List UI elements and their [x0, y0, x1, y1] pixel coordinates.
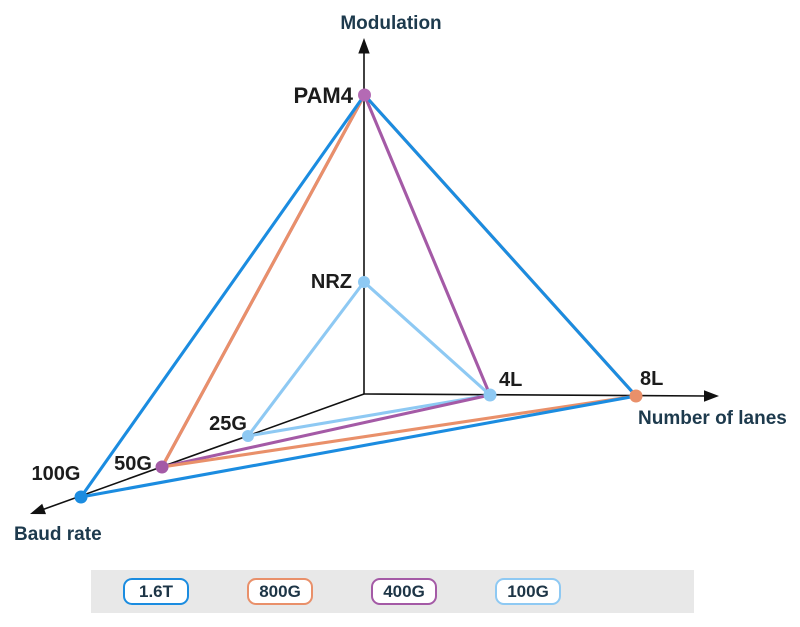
tick-label-8l: 8L [640, 368, 663, 390]
baud-axis-arrow-icon [30, 503, 46, 515]
legend-item-800g[interactable]: 800G [247, 578, 313, 605]
legend-item-label: 1.6T [138, 581, 174, 601]
legend-item-1-6t[interactable]: 1.6T [123, 578, 189, 605]
lanes-axis-arrow-icon [704, 390, 719, 402]
baud-axis: Baud rate [14, 393, 365, 545]
lanes-axis: Number of lanes [363, 390, 787, 429]
modulation-axis: Modulation [340, 13, 442, 394]
triangle-100g [246, 280, 492, 438]
modulation-axis-label: Modulation [340, 13, 441, 34]
modulation-axis-arrow-icon [358, 38, 370, 54]
legend-item-label: 800G [259, 581, 301, 601]
legend-item-label: 400G [383, 581, 425, 601]
legend-item-400g[interactable]: 400G [371, 578, 437, 605]
tick-label-50g: 50G [114, 453, 152, 475]
point-25g-dot [242, 430, 254, 442]
point-100g-dot [74, 490, 88, 504]
point-pam4-dot [358, 88, 371, 102]
legend-bar: 1.6T 800G 400G 100G [91, 570, 694, 613]
tick-label-4l: 4L [499, 369, 522, 391]
baud-axis-line [42, 393, 365, 511]
tick-label-nrz: NRZ [311, 271, 352, 293]
tick-label-100g: 100G [32, 463, 81, 485]
tick-label-25g: 25G [209, 413, 247, 435]
point-4l-dot [483, 388, 497, 402]
baud-axis-label: Baud rate [14, 524, 102, 545]
lanes-axis-label: Number of lanes [638, 408, 787, 429]
point-50g-dot [155, 460, 169, 474]
point-8l-dot [629, 389, 643, 403]
legend-item-label: 100G [507, 581, 549, 601]
legend-item-100g[interactable]: 100G [495, 578, 561, 605]
lanes-axis-line [363, 393, 707, 397]
tick-label-pam4: PAM4 [294, 83, 354, 108]
triangle-1-6t [79, 93, 638, 499]
point-nrz-dot [358, 276, 370, 288]
